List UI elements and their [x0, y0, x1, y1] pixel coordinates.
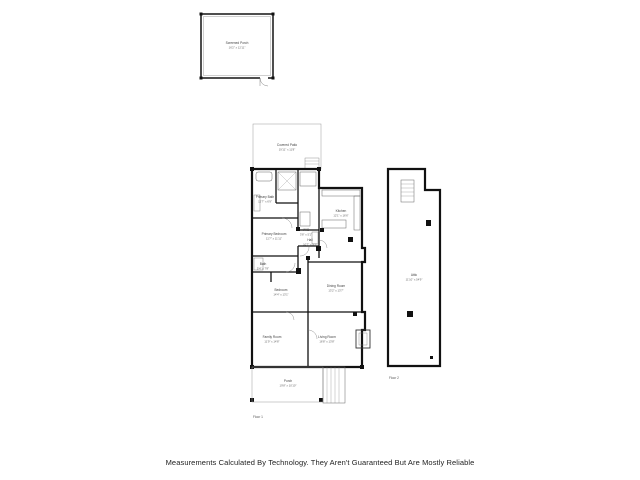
- bedroom-dims: 14'4" x 13'1": [273, 293, 288, 297]
- porch-name: Porch: [284, 379, 293, 383]
- hall-dims: 10'7" x 3'7": [303, 243, 317, 247]
- screened-porch-dims: 16'2" x 12'11": [229, 46, 246, 50]
- floor-1-label: Floor 1: [253, 415, 263, 419]
- primary-bedroom-name: Primary Bedroom: [262, 232, 287, 236]
- covered-patio-dims: 19'11" x 11'8": [279, 148, 295, 152]
- bedroom-name: Bedroom: [275, 288, 288, 292]
- attic-name: Attic: [411, 273, 418, 277]
- living-room-dims: 16'8" x 13'8": [319, 340, 334, 344]
- primary-bath-dims: 12'7" x 6'9": [258, 200, 272, 204]
- kitchen-dims: 12'1" x 16'6": [333, 214, 348, 218]
- porch-dims: 19'8" x 10'10": [280, 384, 297, 388]
- disclaimer-text: Measurements Calculated By Technology. T…: [165, 458, 475, 467]
- floor-2-plan: Attic 11'10" x 54'9" Floor 2: [386, 167, 442, 380]
- primary-bath-name: Primary Bath: [256, 195, 275, 199]
- bath-name: Bath: [260, 262, 267, 266]
- floor-2-label: Floor 2: [389, 376, 399, 380]
- primary-bedroom-dims: 11'7" x 11'11": [266, 237, 282, 241]
- family-room-name: Family Room: [263, 335, 282, 339]
- living-room-name: Living Room: [318, 335, 336, 339]
- dining-room-name: Dining Room: [327, 284, 346, 288]
- wic-name: WIC: [303, 228, 310, 232]
- kitchen-name: Kitchen: [336, 209, 347, 213]
- covered-patio-name: Covered Patio: [277, 143, 297, 147]
- floor-1-plan: Covered Patio 19'11" x 11'8": [250, 123, 371, 419]
- screened-porch: Screened Porch 16'2" x 12'11": [199, 12, 275, 87]
- wic-dims: 3'8" x 5'1": [300, 233, 312, 237]
- hall-name: Hall: [307, 238, 313, 242]
- bath-dims: 5'4" x 7'8": [257, 267, 269, 271]
- screened-porch-name: Screened Porch: [226, 41, 249, 45]
- attic-dims: 11'10" x 54'9": [406, 278, 423, 282]
- family-room-dims: 11'9" x 14'8": [264, 340, 279, 344]
- dining-room-dims: 13'2" x 13'7": [328, 289, 343, 293]
